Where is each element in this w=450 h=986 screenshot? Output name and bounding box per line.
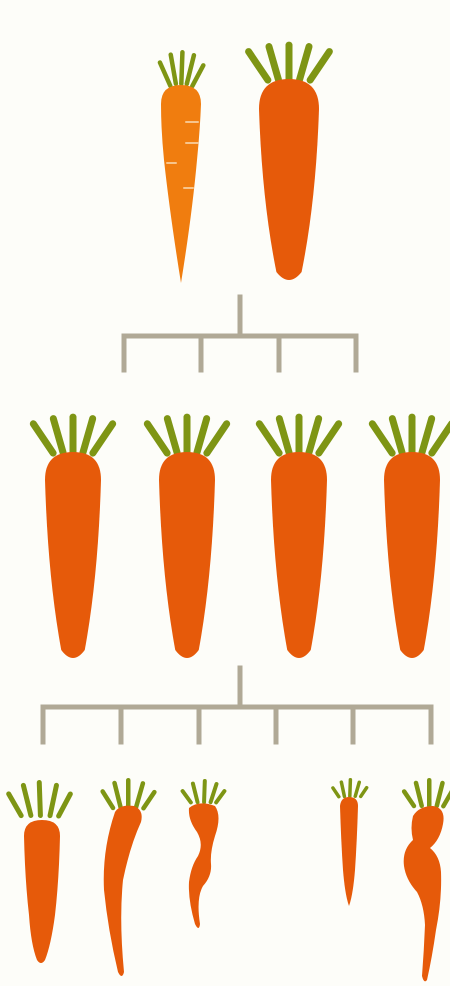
carrot-leaves (401, 778, 450, 809)
first-generation-carrot (28, 414, 117, 658)
carrot-root (161, 85, 201, 283)
connector-generation-2 (43, 668, 431, 742)
carrot-leaves (5, 780, 73, 819)
first-generation-carrot (254, 414, 343, 658)
carrot-leaves (180, 779, 227, 805)
first-generation-carrot (142, 414, 231, 658)
carrot-body (244, 42, 335, 280)
carrot-root (271, 452, 327, 658)
carrot-leaves (244, 42, 335, 85)
carrot-root (189, 803, 219, 928)
carrot-root (24, 820, 60, 963)
parent-carrot-slender (157, 50, 206, 283)
parent-carrot-cylindrical (244, 42, 335, 280)
offspring-carrot-small-thin (331, 778, 370, 906)
carrot-leaves (254, 414, 343, 458)
carrot-leaves (28, 414, 117, 458)
carrot-leaves (142, 414, 231, 458)
carrot-leaves (331, 778, 370, 799)
carrot-root (259, 79, 319, 280)
connector-generation-1 (124, 297, 356, 370)
carrot-root (104, 806, 142, 976)
offspring-carrot-twisted (180, 779, 227, 928)
carrot-root (159, 452, 215, 658)
offspring-carrot-forked (401, 778, 450, 981)
carrot-root (340, 797, 358, 906)
carrot-leaves (157, 50, 206, 89)
first-generation (28, 414, 450, 658)
offspring-carrot-long-curved (100, 778, 158, 976)
first-generation-carrot (367, 414, 450, 658)
offspring-carrot-straight (5, 780, 73, 963)
carrot-root (384, 452, 440, 658)
second-generation (5, 778, 450, 981)
parent-generation (157, 42, 334, 283)
carrot-leaves (367, 414, 450, 458)
carrot-root (45, 452, 101, 658)
carrot-root (404, 806, 444, 981)
